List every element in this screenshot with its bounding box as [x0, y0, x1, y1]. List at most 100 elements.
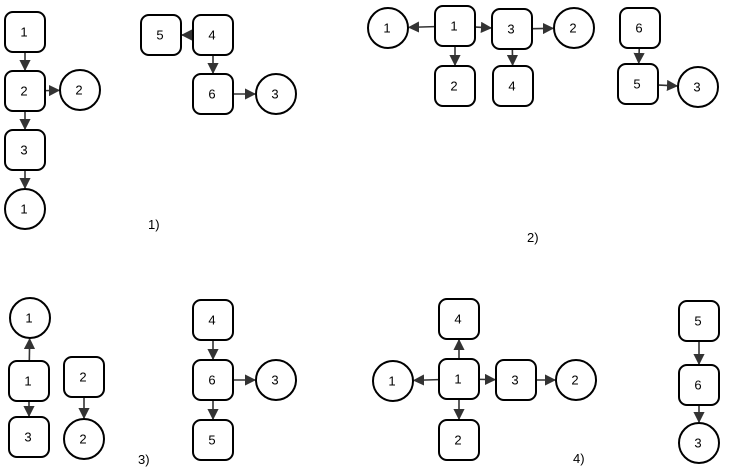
rounded-box-node: 1 [438, 358, 480, 400]
node-label: 3 [271, 87, 278, 102]
rounded-box-node: 1 [8, 360, 50, 402]
node-box-shape [495, 359, 537, 401]
node-label: 1 [388, 374, 395, 389]
rounded-box-node: 5 [140, 14, 182, 56]
rounded-box-node: 6 [192, 359, 234, 401]
node-box-shape [140, 14, 182, 56]
node-box-shape [434, 5, 476, 47]
node-label: 6 [208, 87, 215, 102]
edge-arrow [407, 21, 435, 33]
circle-node: 1 [4, 188, 46, 230]
rounded-box-node: 4 [192, 299, 234, 341]
node-circle-shape [367, 7, 409, 49]
rounded-box-node: 6 [619, 7, 661, 49]
edge-arrow [658, 79, 679, 92]
rounded-box-node: 3 [491, 8, 533, 50]
edge-arrow [412, 374, 439, 386]
node-circle-shape [59, 69, 101, 111]
rounded-box-node: 3 [4, 129, 46, 171]
node-label: 1 [20, 202, 27, 217]
node-label: 5 [694, 314, 701, 329]
node-box-shape [678, 300, 720, 342]
node-label: 4 [454, 312, 461, 327]
node-label: 6 [635, 21, 642, 36]
node-box-shape [192, 419, 234, 461]
node-circle-shape [555, 359, 597, 401]
node-label: 1 [383, 21, 390, 36]
rounded-box-node: 6 [192, 73, 234, 115]
panel-labels-layer: 1) 2) 3) 4) [138, 217, 585, 467]
node-box-shape [192, 73, 234, 115]
node-label: 5 [156, 28, 163, 43]
node-label: 1 [24, 374, 31, 389]
panel-label: 1) [148, 217, 160, 232]
rounded-box-node: 4 [192, 14, 234, 56]
node-circle-shape [678, 422, 720, 464]
node-box-shape [8, 360, 50, 402]
node-box-shape [8, 416, 50, 458]
rounded-box-node: 1 [4, 11, 46, 53]
node-label: 5 [633, 77, 640, 92]
node-label: 6 [208, 373, 215, 388]
node-circle-shape [255, 359, 297, 401]
node-circle-shape [4, 188, 46, 230]
edge-arrow [475, 21, 493, 33]
panel-label: 4) [573, 451, 585, 466]
node-box-shape [438, 419, 480, 461]
node-label: 2 [20, 84, 27, 99]
node-label: 3 [20, 143, 27, 158]
circle-node: 1 [367, 7, 409, 49]
node-label: 3 [271, 373, 278, 388]
node-label: 2 [79, 432, 86, 447]
node-box-shape [438, 298, 480, 340]
circle-node: 3 [255, 359, 297, 401]
panel-label: 3) [138, 452, 150, 467]
rounded-box-node: 6 [678, 364, 720, 406]
node-circle-shape [9, 297, 51, 339]
node-label: 3 [507, 22, 514, 37]
rounded-box-node: 2 [4, 70, 46, 112]
edges-layer [19, 21, 705, 424]
node-label: 4 [208, 28, 215, 43]
node-label: 3 [693, 80, 700, 95]
node-label: 2 [450, 79, 457, 94]
node-circle-shape [553, 7, 595, 49]
circle-node: 2 [555, 359, 597, 401]
rounded-box-node: 3 [495, 359, 537, 401]
node-label: 3 [24, 430, 31, 445]
rounded-box-node: 4 [492, 65, 534, 107]
node-circle-shape [372, 360, 414, 402]
node-box-shape [4, 70, 46, 112]
node-label: 1 [25, 311, 32, 326]
circle-node: 2 [59, 69, 101, 111]
rounded-box-node: 1 [434, 5, 476, 47]
node-label: 1 [454, 372, 461, 387]
node-label: 2 [571, 373, 578, 388]
node-label: 3 [511, 373, 518, 388]
rounded-box-node: 2 [434, 65, 476, 107]
circle-node: 2 [63, 418, 105, 460]
node-box-shape [491, 8, 533, 50]
node-box-shape [619, 7, 661, 49]
node-box-shape [192, 14, 234, 56]
node-label: 6 [694, 378, 701, 393]
node-label: 5 [208, 433, 215, 448]
rounded-box-node: 5 [617, 63, 659, 105]
rounded-box-node: 5 [192, 419, 234, 461]
node-box-shape [192, 299, 234, 341]
panel-label: 2) [527, 230, 539, 245]
circle-node: 3 [677, 66, 719, 108]
rounded-box-node: 4 [438, 298, 480, 340]
node-box-shape [678, 364, 720, 406]
node-label: 4 [208, 313, 215, 328]
node-circle-shape [63, 418, 105, 460]
node-circle-shape [677, 66, 719, 108]
node-label: 3 [694, 436, 701, 451]
node-label: 1 [20, 25, 27, 40]
node-label: 4 [508, 79, 515, 94]
node-label: 2 [75, 83, 82, 98]
rounded-box-node: 2 [63, 356, 105, 398]
